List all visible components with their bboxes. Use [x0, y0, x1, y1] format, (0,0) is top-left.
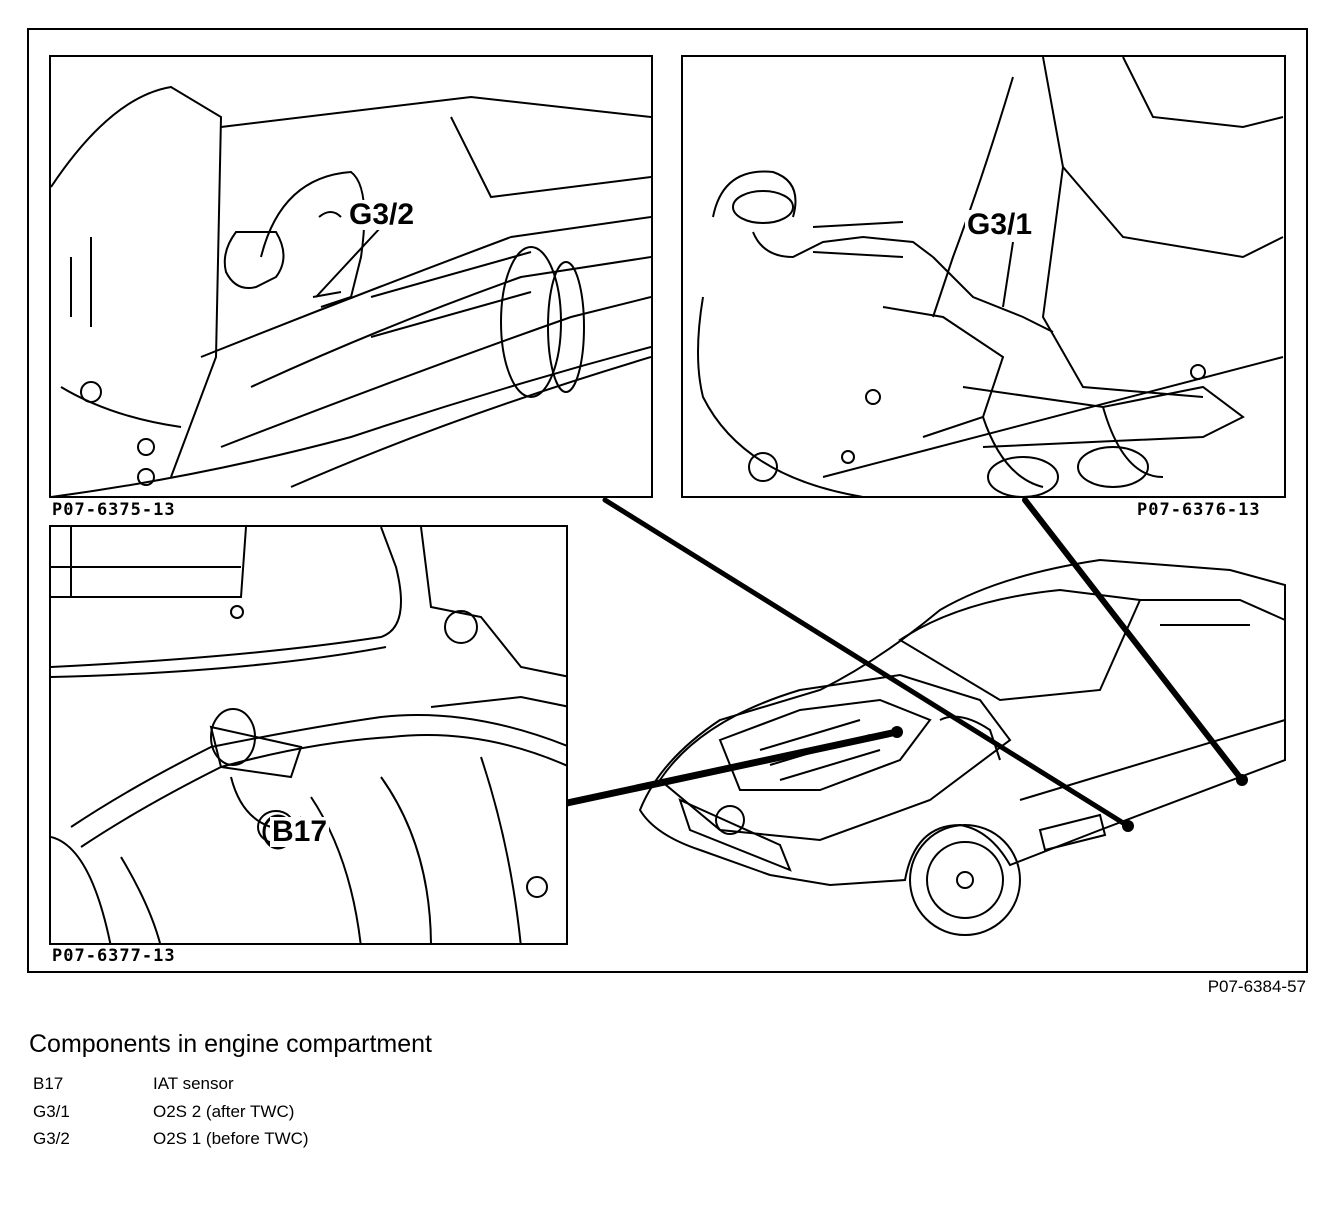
detail-panel-bottom-left: B17 — [49, 525, 568, 945]
callout-g3-1: G3/1 — [965, 208, 1035, 241]
legend-description: O2S 2 (after TWC) — [153, 1102, 295, 1121]
callout-b17: B17 — [270, 815, 330, 848]
legend-description: O2S 1 (before TWC) — [153, 1129, 309, 1148]
drawing-number: P07-6384-57 — [1207, 977, 1306, 996]
o2s2-detail-drawing — [697, 57, 1284, 496]
panel-ref-bottom-left: P07-6377-13 — [52, 946, 176, 966]
detail-panel-top-left: G3/2 — [49, 55, 653, 498]
diagram-frame — [27, 28, 1308, 973]
legend-code: G3/1 — [33, 1102, 70, 1121]
callout-g3-2: G3/2 — [347, 198, 417, 231]
legend-title: Components in engine compartment — [29, 1030, 433, 1058]
o2s1-detail-drawing — [51, 85, 651, 496]
legend-code: G3/2 — [33, 1129, 70, 1148]
panel-ref-top-left: P07-6375-13 — [52, 500, 176, 520]
legend-description: IAT sensor — [153, 1074, 234, 1093]
legend-item: G3/2 O2S 1 (before TWC) — [33, 1129, 309, 1149]
legend-item: B17 IAT sensor — [33, 1074, 234, 1094]
detail-panel-top-right: G3/1 — [681, 55, 1286, 498]
legend-code: B17 — [33, 1074, 64, 1093]
panel-ref-top-right: P07-6376-13 — [1137, 500, 1261, 520]
legend-item: G3/1 O2S 2 (after TWC) — [33, 1102, 294, 1122]
iat-sensor-detail-drawing — [51, 527, 566, 943]
